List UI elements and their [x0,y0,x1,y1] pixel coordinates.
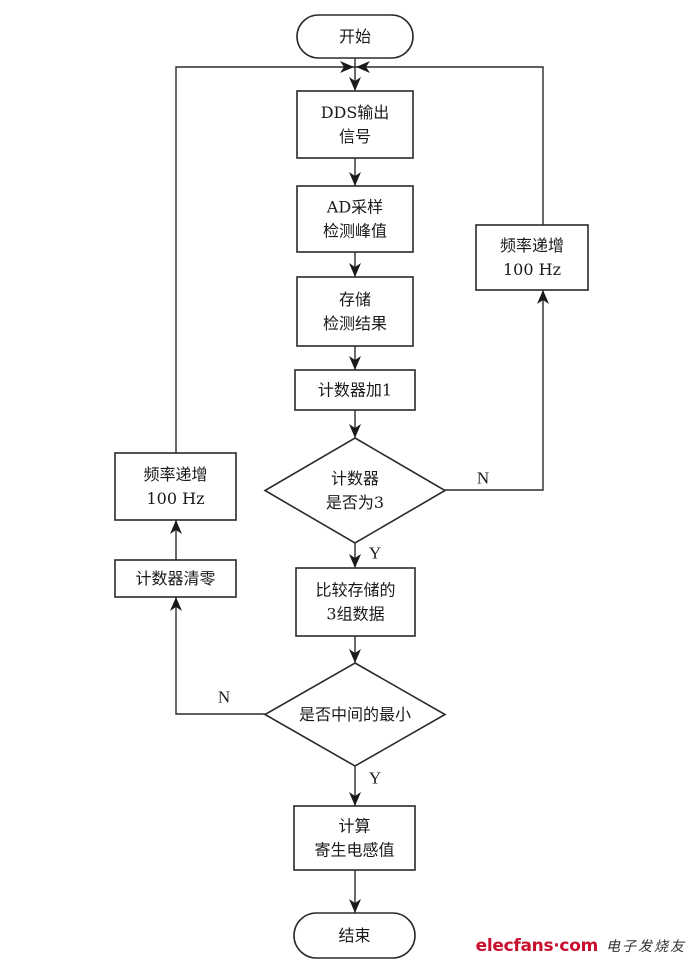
edge-label-min-check-no: N [218,688,230,707]
node-counter-inc: 计数器加1 [294,369,416,411]
arrowhead-icon [349,554,361,568]
node-label: 计数器加1 [318,381,392,400]
node-compare-data: 比较存储的 3组数据 [295,567,416,637]
arrowhead-icon [349,424,361,438]
node-label: 3组数据 [326,605,384,624]
node-label: 寄生电感值 [314,841,394,860]
process-shape [296,185,414,253]
edge-label-min-check-yes: Y [369,769,381,788]
node-label: 频率递增 [143,465,207,484]
node-end: 结束 [293,912,416,959]
arrowhead-icon [170,520,182,534]
terminator-shape [296,14,414,59]
watermark-brand: elecfans·com [475,936,599,956]
process-shape [114,452,237,521]
arrowhead-icon [537,290,549,304]
arrowhead-icon [340,61,354,73]
arrowhead-icon [349,77,361,91]
edge-freq-left-to-merge [175,66,355,453]
edge-label-counter-check-yes: Y [369,544,381,563]
node-label: 100 Hz [503,260,561,279]
node-label: 信号 [339,127,371,146]
arrowhead-icon [349,172,361,186]
node-label: 检测结果 [323,314,387,333]
node-label: 结束 [338,926,370,945]
edge-label-counter-check-no: N [477,469,489,488]
watermark-subtitle: 电子发烧友 [606,939,686,955]
edge-check-no-to-freq-right [445,290,544,491]
arrowhead-icon [349,649,361,663]
node-label: 存储 [339,290,371,309]
edge-freq-right-to-merge [355,66,544,225]
node-label: 是否中间的最小 [299,705,411,724]
node-label: DDS输出 [321,103,390,122]
decision-shape [263,437,447,544]
arrowhead-icon [356,61,370,73]
node-label: 计数器 [331,469,379,488]
process-shape [295,567,416,637]
arrowhead-icon [170,597,182,611]
node-label: 100 Hz [146,489,204,508]
node-label: AD采样 [326,198,383,217]
node-freq-inc-right: 频率递增 100 Hz [475,224,589,291]
process-shape [114,559,237,598]
process-shape [296,276,414,347]
process-shape [293,805,416,871]
node-label: 计算 [338,817,370,836]
node-start: 开始 [296,14,414,59]
node-label: 是否为3 [326,493,384,512]
node-freq-inc-left: 频率递增 100 Hz [114,452,237,521]
decision-shape [263,662,447,767]
node-counter-clear: 计数器清零 [114,559,237,598]
node-label: 比较存储的 [315,581,395,600]
arrowhead-icon [349,899,361,913]
process-shape [294,369,416,411]
node-label: 频率递增 [500,236,564,255]
terminator-shape [293,912,416,959]
node-label: 开始 [339,27,371,46]
node-middle-min-check: 是否中间的最小 [263,662,447,767]
process-shape [475,224,589,291]
process-shape [296,90,414,159]
node-label: 检测峰值 [323,222,387,241]
arrowhead-icon [349,792,361,806]
arrowhead-icon [349,356,361,370]
edge-min-check-no-to-clear [175,597,265,715]
watermark-logo: elecfans·com 电子发烧友 [476,936,686,956]
node-label: 计数器清零 [135,569,215,588]
arrowhead-icon [349,263,361,277]
